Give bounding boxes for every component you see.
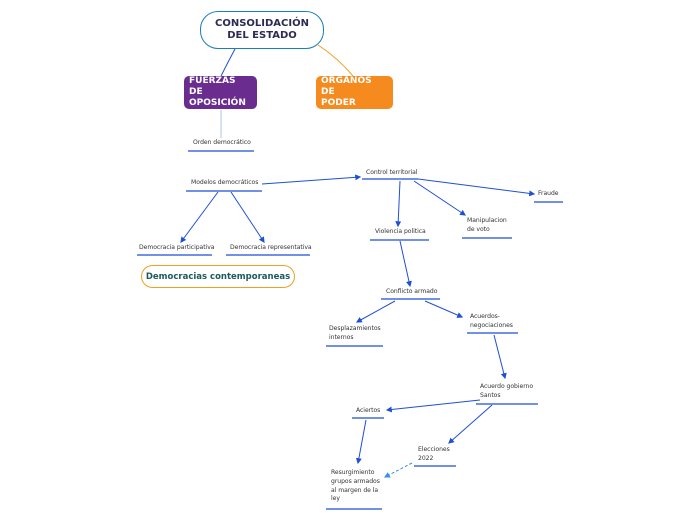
arrow-modelos-representativa [230, 191, 265, 244]
arrow-elecciones-resurgimiento [383, 462, 413, 478]
arrow-modelos-participativa [180, 191, 219, 243]
root-topic-consolidacion[interactable]: CONSOLIDACIÓN DEL ESTADO [200, 11, 324, 49]
node-violencia-politica[interactable]: Violencia politica [375, 228, 426, 235]
arrow-aciertos-resurgimiento [355, 419, 367, 465]
arrow-control-fraude [417, 178, 536, 197]
node-modelos-democraticos[interactable]: Modelos democráticos [191, 179, 259, 186]
node-conflicto-armado[interactable]: Conflicto armado [386, 288, 438, 295]
arrow-control-manipulacion [413, 180, 466, 216]
connector-root-fuerzas [220, 48, 236, 77]
main-topic-fuerzas-oposicion[interactable]: FUERZAS DE OPOSICIÓN [184, 76, 257, 109]
arrow-santos-elecciones [448, 404, 493, 444]
arrow-conflicto-acuerdos [424, 300, 464, 318]
arrow-control-violencia [395, 180, 402, 228]
node-fraude[interactable]: Fraude [538, 190, 559, 197]
node-control-territorial[interactable]: Control territorial [366, 169, 418, 176]
main-topic-organos-poder[interactable]: ORGANOS DE PODER [316, 76, 393, 109]
node-acuerdo-gobierno-santos[interactable]: Acuerdo gobierno Santos [480, 383, 534, 399]
node-acuerdos-negociaciones[interactable]: Acuerdos- negociaciones [470, 313, 513, 329]
arrow-conflicto-desplazamientos [355, 300, 396, 323]
node-elecciones-2022[interactable]: Elecciones 2022 [418, 446, 450, 462]
arrow-modelos-control [261, 174, 362, 185]
node-resurgimiento-grupos[interactable]: Resurgimiento grupos armados al margen d… [331, 469, 380, 503]
node-desplazamientos-internos[interactable]: Desplazamientos internos [329, 325, 381, 341]
connector-root-organos [317, 44, 354, 77]
node-democracia-representativa[interactable]: Democracia representativa [230, 244, 312, 251]
arrow-acuerdos-santos [493, 334, 507, 380]
node-democracia-participativa[interactable]: Democracia participativa [139, 244, 215, 251]
arrow-violencia-conflicto [399, 240, 412, 288]
arrow-santos-aciertos [385, 399, 481, 413]
node-aciertos[interactable]: Aciertos [356, 407, 381, 414]
node-orden-democratico[interactable]: Orden democrático [193, 139, 251, 146]
node-manipulacion-voto[interactable]: Manipulacion de voto [467, 217, 507, 233]
subtopic-democracias-contemporaneas[interactable]: Democracias contemporaneas [141, 265, 295, 288]
